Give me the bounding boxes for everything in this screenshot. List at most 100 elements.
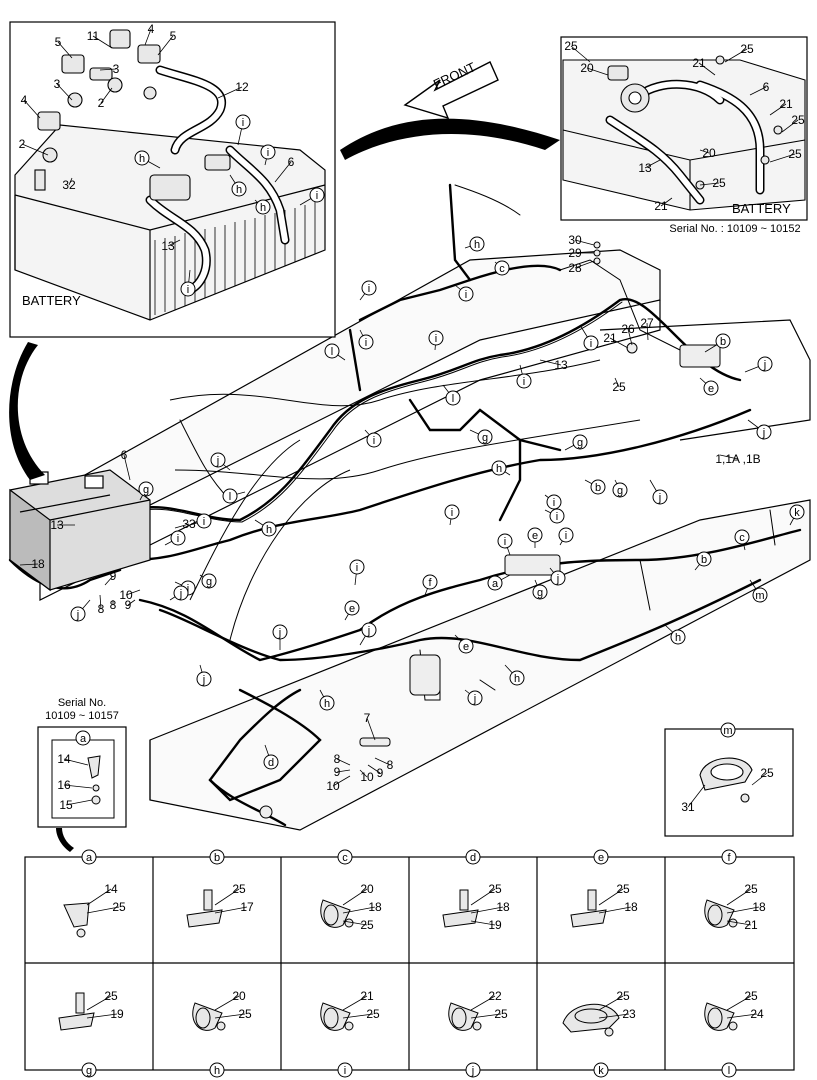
serial-box-line2: 10109 ~ 10157 [45, 710, 119, 722]
main-ref-37: e [349, 603, 355, 615]
main-part-0-leader [574, 239, 595, 246]
detail-row2-ref-j-circle [465, 1062, 481, 1078]
main-ref-23: i [553, 497, 555, 509]
detail-row2-g-part-1-leader [86, 1013, 118, 1019]
detail-drawing-r1-4-bolt [587, 889, 597, 911]
main-ref-41: a [492, 578, 499, 590]
main-ref-50: e [463, 641, 469, 653]
detail-row2-l-part-1-leader [726, 1013, 758, 1019]
detail-row2-g-part-0: 25 [104, 989, 118, 1003]
main-part-21-leader [367, 764, 381, 774]
main-part-15-leader [125, 589, 141, 596]
main-ref-29: i [565, 530, 567, 542]
main-ref-17: j [216, 455, 219, 467]
detail-row1-f-part-0: 25 [744, 882, 758, 896]
detail-drawing-r2-5-bolt [728, 1021, 738, 1031]
serial-box-inner [51, 739, 115, 819]
main-part-9: 6 [121, 448, 128, 462]
detail-row1-c-part-0-leader [342, 888, 368, 906]
serial-box-ref-circle [75, 730, 91, 746]
main-ref-40: e [532, 530, 538, 542]
detail-drawing-r2-0-bolt [75, 992, 85, 1014]
front-arrow [403, 61, 499, 120]
inset-left-part-2-leader [144, 28, 152, 46]
main-ref-39-circle [497, 533, 513, 549]
detail-row2-h-part-0: 20 [232, 989, 246, 1003]
main-ref-1: c [499, 263, 505, 275]
detail-drawing-r2-1-hole [195, 1007, 211, 1029]
main-ref-13: l [452, 393, 454, 405]
inset-right-part-10-leader [660, 197, 673, 207]
detail-row1-d-part-1-leader [470, 906, 504, 914]
main-ref-15-circle [477, 429, 493, 445]
main-part-4: 26 [621, 322, 635, 336]
main-part-11: 33 [182, 517, 196, 531]
detail-row1-d-part-2-leader [470, 920, 496, 926]
inset-left-part-0: 5 [55, 35, 62, 49]
main-ref-45-circle [734, 529, 750, 545]
inset-right-part-5: 21 [779, 97, 793, 111]
serial-box-part-2: 15 [59, 798, 73, 812]
inset-right-part-9: 25 [788, 147, 802, 161]
detail-row2-i-part-1-leader [342, 1013, 374, 1019]
serial-box-ref: a [80, 733, 87, 745]
inset-left-caption: BATTERY [22, 293, 81, 308]
inset-left-ref-3-circle [231, 181, 247, 197]
main-ref-54-circle [263, 754, 279, 770]
detail-row1-f-part-0-leader [726, 888, 752, 906]
main-ref-14: l [331, 346, 333, 358]
inset-right-part-11-leader [699, 182, 720, 186]
main-ref-12: i [373, 435, 375, 447]
main-ref-21-circle [590, 479, 606, 495]
inset-left-part-12: 6 [288, 155, 295, 169]
inset-left-ref-5: i [267, 147, 269, 159]
main-part-20-leader [374, 757, 391, 766]
detail-row1-c-part-1-leader [342, 906, 376, 914]
inset-right-part-7-leader [644, 159, 661, 169]
inset-left-ref-4: h [260, 202, 266, 214]
main-ref-33-circle [173, 585, 189, 601]
main-ref-43: g [537, 587, 543, 599]
detail-row2-l-part-0: 25 [744, 989, 758, 1003]
main-ref-6-circle [583, 335, 599, 351]
inset-left-part-11-leader [167, 239, 181, 247]
detail-m-clamp [699, 757, 753, 803]
detail-drawing-r1-5-hole [707, 904, 723, 926]
serial-box-part-2-leader [65, 799, 93, 806]
main-part-5: 27 [640, 316, 654, 330]
inset-left-part-3-leader [157, 35, 174, 56]
main-ref-34: j [76, 609, 79, 621]
inset-right-part-5-leader [769, 103, 787, 116]
detail-row1-d-part-0: 25 [488, 882, 502, 896]
main-ref-36-circle [349, 559, 365, 575]
detail-row2-l-part-0-leader [726, 995, 752, 1011]
main-part-11-leader [174, 523, 190, 529]
main-ref-11-circle [757, 356, 773, 372]
inset-left-part-7: 12 [235, 80, 249, 94]
inset-right-parts [607, 55, 783, 190]
detail-m-part-1: 31 [681, 800, 695, 814]
main-ref-49: j [367, 625, 370, 637]
main-ref-17-circle [210, 452, 226, 468]
detail-row2-ref-l-circle [721, 1062, 737, 1078]
detail-row2-i-part-0-leader [342, 995, 368, 1011]
inset-right-serial: Serial No. : 10109 ~ 10152 [669, 223, 801, 235]
detail-drawing-r2-3-bolt [472, 1021, 482, 1031]
main-ref-34-circle [70, 606, 86, 622]
main-ref-4-circle [358, 334, 374, 350]
detail-row1-b-part-0: 25 [232, 882, 246, 896]
inset-right-part-3-leader [698, 62, 716, 76]
detail-table-grid [24, 856, 795, 1071]
main-ref-24-circle [222, 488, 238, 504]
main-ref-27-circle [549, 508, 565, 524]
main-ref-20: g [143, 484, 149, 496]
main-ref-15: g [482, 432, 488, 444]
inset-right-part-11: 25 [712, 176, 726, 190]
detail-row2-g-part-0-leader [86, 995, 112, 1011]
inset-left-ref-2: i [187, 284, 189, 296]
main-ref-16-circle [572, 434, 588, 450]
detail-row1-b-part-1-leader [214, 906, 248, 914]
main-ref-49-circle [361, 622, 377, 638]
main-ref-0-circle [469, 236, 485, 252]
detail-row1-c-part-2-leader [342, 920, 368, 926]
